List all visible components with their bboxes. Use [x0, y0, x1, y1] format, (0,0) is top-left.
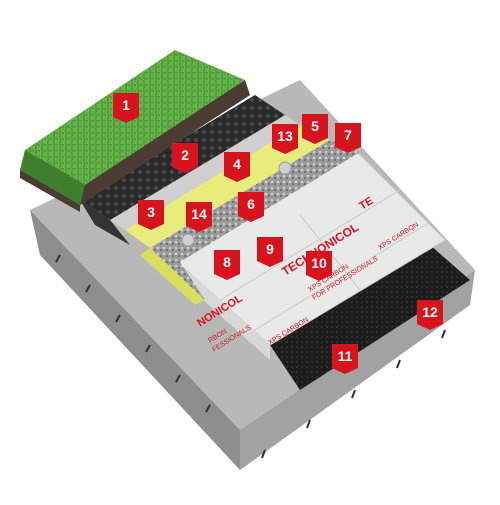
- marker-1: 1: [113, 93, 139, 123]
- marker-10-label: 10: [311, 255, 327, 271]
- marker-2-label: 2: [181, 147, 189, 163]
- marker-10: 10: [306, 251, 332, 281]
- marker-9-label: 9: [266, 241, 274, 257]
- grass-front: [20, 150, 85, 205]
- marker-14: 14: [186, 202, 212, 232]
- fastener-washer: [181, 233, 195, 247]
- xps-board-front: [175, 260, 270, 360]
- marker-5: 5: [302, 114, 328, 144]
- marker-6-label: 6: [247, 196, 255, 212]
- marker-12-label: 12: [422, 304, 438, 320]
- marker-11-label: 11: [337, 348, 353, 364]
- marker-3: 3: [138, 200, 164, 230]
- marker-8: 8: [214, 250, 240, 280]
- marker-13-label: 13: [277, 128, 293, 144]
- fastener-washer: [278, 161, 292, 175]
- grass-side: [80, 80, 250, 205]
- marker-3-label: 3: [147, 204, 155, 220]
- marker-1-label: 1: [122, 97, 130, 113]
- membrane-yellow-front: [140, 248, 205, 305]
- bitumen-layer: [270, 245, 470, 390]
- marker-12: 12: [417, 300, 443, 330]
- concrete-slab-side: [240, 270, 475, 470]
- marker-14-label: 14: [191, 206, 207, 222]
- drainage-front: [80, 200, 130, 245]
- marker-6: 6: [238, 192, 264, 222]
- marker-4-label: 4: [233, 156, 241, 172]
- concrete-slab-front: [30, 210, 240, 470]
- marker-5-label: 5: [311, 118, 319, 134]
- marker-2: 2: [172, 143, 198, 173]
- marker-7-label: 7: [344, 127, 352, 143]
- marker-4: 4: [224, 152, 250, 182]
- marker-7: 7: [335, 123, 361, 153]
- soil-front: [20, 170, 80, 212]
- rebar-ends: [55, 254, 446, 459]
- marker-8-label: 8: [223, 254, 231, 270]
- marker-13: 13: [272, 124, 298, 154]
- marker-11: 11: [332, 344, 358, 374]
- membrane-yellow-layer: [125, 125, 330, 248]
- marker-9: 9: [257, 237, 283, 267]
